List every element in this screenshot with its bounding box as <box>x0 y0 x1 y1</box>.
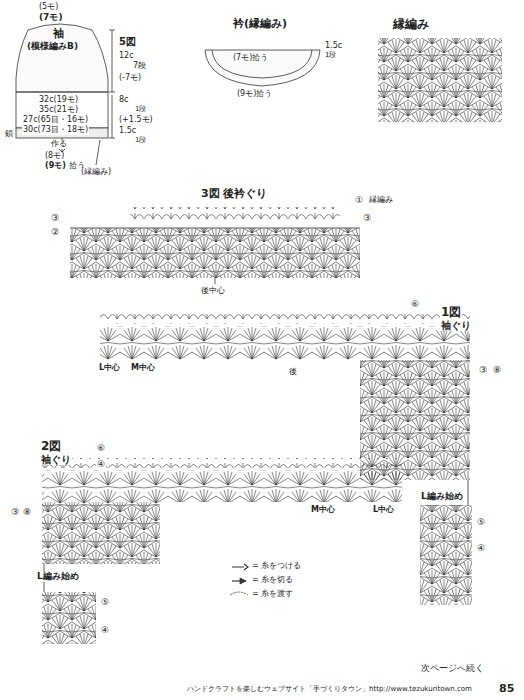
legend-text: = 糸を渡す <box>252 590 293 599</box>
chart-label: (-7モ) <box>118 74 142 83</box>
chart-label: ⑧ <box>492 366 502 376</box>
chart-label: 次ページへ続く <box>420 664 485 674</box>
chart-label: 35c(21モ) <box>38 106 79 115</box>
chart-label: ⑥ <box>96 444 106 454</box>
chart-label: ④ <box>100 626 110 636</box>
chart-label: (縁編み) <box>80 168 112 177</box>
chart-label: 1段 <box>134 137 147 145</box>
chart-label: ① <box>354 196 364 206</box>
chart-label: L中心 <box>98 364 121 373</box>
chart-label: L中心 <box>372 506 395 515</box>
chart-label: (+1.5モ) <box>118 116 154 125</box>
chart-label: ④ <box>476 544 486 554</box>
chart-label: ⑤ <box>476 518 486 528</box>
chart-label: 3図 後衿ぐり <box>200 188 268 200</box>
legend-text: = 糸を切る <box>252 576 293 585</box>
chart-label: L編み始め <box>36 572 80 582</box>
chart-label: ③ <box>10 508 20 518</box>
chart-label: 作る <box>50 140 68 149</box>
chart-label: 1.5c <box>118 127 137 136</box>
chart-label: 後 <box>288 368 298 377</box>
chart-label: ④ <box>96 460 106 470</box>
chart-label: ③ <box>478 366 488 376</box>
chart-label: 8c <box>118 96 130 105</box>
chart-label: ③ <box>50 214 60 224</box>
chart-label: 7段 <box>132 62 147 71</box>
chart-label: ⑥ <box>410 300 420 310</box>
chart-label: (8モ) <box>44 152 65 161</box>
chart-label: 袖ぐり <box>440 320 472 331</box>
chart-label: 27c(65目・16モ) <box>22 116 89 125</box>
chart-label: ⑧ <box>22 508 32 518</box>
chart-label: M中心 <box>130 364 156 373</box>
chart-label: 鎖 <box>4 130 14 139</box>
chart-label: L編み始め <box>420 492 464 502</box>
chart-label: ハンドクラフトを楽しむウェブサイト「手づくりタウン」http://www.tez… <box>186 686 473 694</box>
chart-label: 1段 <box>134 106 147 114</box>
chart-label: (9モ) <box>44 162 67 171</box>
chart-label: 1段 <box>324 52 337 60</box>
chart-label: ② <box>50 228 60 238</box>
chart-label: 縁編み <box>368 196 394 205</box>
chart-label: 12c <box>118 52 135 61</box>
chart-label: 1.5c <box>324 42 343 51</box>
chart-label: 衿(縁編み) <box>232 18 288 30</box>
chart-label: (7モ)拾う <box>232 54 269 63</box>
chart-label: (模様編みB) <box>26 42 79 52</box>
chart-label: M中心 <box>310 506 336 515</box>
chart-label: 85 <box>498 683 515 695</box>
chart-label: 32c(19モ) <box>38 96 79 105</box>
chart-label: 1図 <box>440 306 462 319</box>
chart-label: 5図 <box>118 36 137 47</box>
chart-label: ③ <box>362 214 372 224</box>
chart-label: (7モ) <box>38 13 64 23</box>
legend-text: = 糸をつける <box>252 562 301 571</box>
chart-label: (5モ) <box>38 3 59 12</box>
chart-label: 袖 <box>52 28 65 40</box>
chart-label: 30c(73目・18モ) <box>22 126 89 135</box>
chart-label: 後中心 <box>200 287 226 296</box>
chart-label: 2図 <box>40 440 62 453</box>
chart-label: 袖ぐり <box>40 454 72 465</box>
chart-label: ⑤ <box>100 598 110 608</box>
chart-label: (9モ)拾う <box>236 90 273 99</box>
chart-label: 縁編み <box>392 18 430 31</box>
